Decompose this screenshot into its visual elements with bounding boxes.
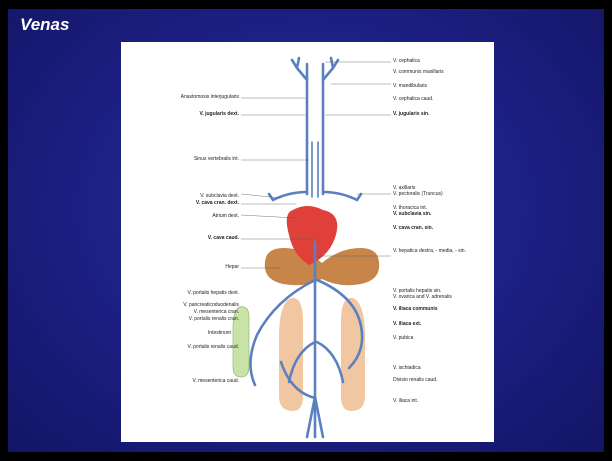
label-right-11: V. hepatica dextra, - media, - sin. <box>393 248 466 254</box>
label-right-16: V. pubica <box>393 335 414 341</box>
label-right-18: Divisio renalis caud. <box>393 377 437 383</box>
head-branch-left <box>292 58 307 80</box>
label-left-5: V. cava cran. dext. <box>196 200 240 206</box>
label-left-7: V. cava caud. <box>208 235 240 241</box>
head-branch-right <box>323 58 338 80</box>
label-right-3: V. mandibularis <box>393 83 428 89</box>
label-right-17: V. ischiadica <box>393 365 421 371</box>
kidney-right-shape <box>341 298 365 411</box>
label-left-6: Atrium dext. <box>212 213 239 219</box>
label-left-15: V. mesenterica caud. <box>192 378 239 384</box>
label-left-4: V. subclavia dext. <box>200 193 239 199</box>
label-left-13: Intestinum <box>208 330 231 336</box>
label-left-8: Hepar <box>225 264 239 270</box>
diagram-svg: Anastomosis interjugularis V. jugularis … <box>121 42 494 442</box>
venous-system-diagram: Anastomosis interjugularis V. jugularis … <box>121 42 494 442</box>
label-left-9: V. portalis hepatis dext. <box>187 290 239 296</box>
label-right-1: V. cephalica <box>393 58 420 64</box>
renal-right <box>317 342 343 382</box>
label-right-14: V. iliaca communis <box>393 306 438 312</box>
subclavia-dext <box>269 192 307 200</box>
label-left-11: V. mesenterica cran. <box>194 309 239 315</box>
subclavia-sin <box>323 192 361 200</box>
label-left-10: V. pancreaticoduodenalis <box>183 302 239 308</box>
label-right-7: V. pectoralis (Truncus) <box>393 191 443 197</box>
leader-left-4 <box>241 194 281 198</box>
label-right-5: V. jugularis sin. <box>393 111 430 117</box>
label-right-19: V. iliaca int. <box>393 398 418 404</box>
label-left-1: Anastomosis interjugularis <box>181 94 240 100</box>
label-left-3: Sinus vertebralis int. <box>194 156 239 162</box>
labels-left: Anastomosis interjugularis V. jugularis … <box>181 94 240 384</box>
vertebral-sinus <box>312 142 318 197</box>
organs <box>233 206 379 411</box>
label-left-12: V. portalis renalis cran. <box>189 316 239 322</box>
label-right-4: V. cephalica caud. <box>393 96 433 102</box>
label-right-9: V. subclavia sin. <box>393 211 432 217</box>
label-left-2: V. jugularis dext. <box>199 111 239 117</box>
label-left-14: V. portalis renalis caud. <box>187 344 239 350</box>
slide: Venas <box>8 9 604 452</box>
label-right-2: V. communis maxillaris <box>393 69 444 75</box>
labels-right: V. cephalica V. communis maxillaris V. m… <box>393 58 466 404</box>
label-right-10: V. cava cran. sin. <box>393 225 434 231</box>
label-right-15: V. iliaca ext. <box>393 321 422 327</box>
slide-title: Venas <box>20 15 69 35</box>
label-right-13: V. ovarica and V. adrenalis <box>393 294 452 300</box>
